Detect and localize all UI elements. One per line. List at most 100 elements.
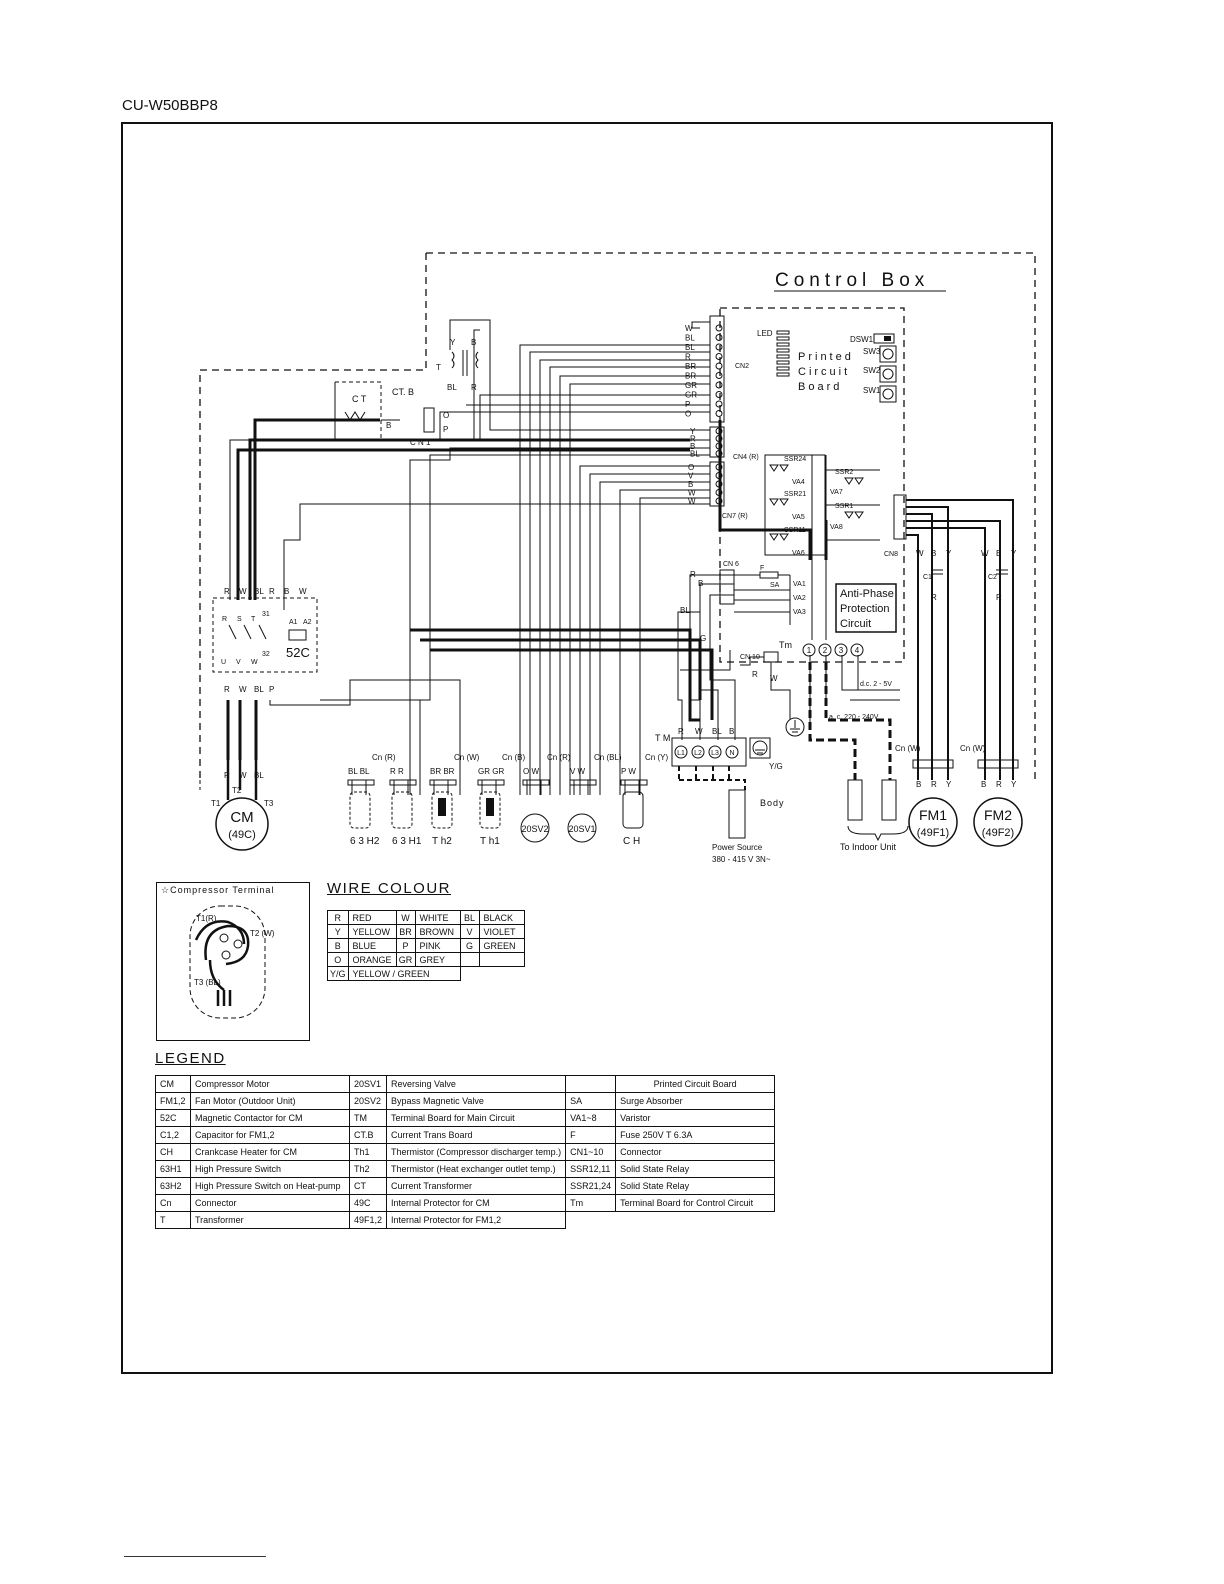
wire-code: V	[459, 924, 480, 939]
svg-text:T: T	[436, 363, 441, 372]
component-ch: P WCn (Y)C H	[620, 753, 668, 847]
legend-description: Transformer	[190, 1211, 350, 1229]
component-connector-label: Cn (R)	[547, 753, 571, 762]
legend-description: Thermistor (Heat exchanger outlet temp.)	[386, 1160, 567, 1178]
cn2-wire-label: R	[685, 353, 691, 362]
legend-abbreviation	[565, 1075, 617, 1093]
component-connector	[347, 779, 375, 786]
legend-abbreviation: 52C	[155, 1109, 191, 1127]
legend-description: Crankcase Heater for CM	[190, 1143, 350, 1161]
cn4-wire-label: R	[690, 435, 696, 444]
sw2-button	[879, 365, 897, 383]
component-20sv1: V WCn (BL)20SV1	[567, 753, 622, 843]
legend-description: Fan Motor (Outdoor Unit)	[190, 1092, 350, 1110]
svg-text:O: O	[443, 411, 449, 420]
wire-code: B	[327, 938, 349, 953]
legend-description: High Pressure Switch on Heat-pump	[190, 1177, 350, 1195]
cn4-wire-label: B	[690, 442, 695, 451]
wire-colour-name: BLACK	[478, 910, 525, 925]
fan-connector-label: Cn (W)	[960, 744, 986, 753]
contactor-wire-label: R	[224, 587, 230, 596]
legend-description: Fuse 250V T 6.3A	[615, 1126, 776, 1144]
fan-motor-name: FM1	[919, 807, 947, 823]
cn8-connector	[893, 494, 907, 540]
legend-abbreviation: SSR12,11	[565, 1160, 617, 1178]
capacitor-label: C2	[988, 574, 997, 581]
svg-text:G: G	[700, 634, 706, 643]
svg-text:T1(R): T1(R)	[196, 914, 217, 923]
legend-description: Compressor Motor	[190, 1075, 350, 1093]
svg-text:S: S	[237, 616, 242, 623]
component-connector	[569, 779, 597, 786]
wire-code: Y/G	[327, 966, 349, 981]
component-wire-labels: BR BR	[430, 767, 455, 776]
svg-text:T1: T1	[211, 799, 221, 808]
legend-abbreviation: CT	[348, 1177, 388, 1195]
ssr24-label: SSR24	[784, 456, 806, 463]
thermistor-element	[486, 798, 494, 816]
cn2-wire-label: BL	[685, 343, 695, 352]
cn2-wire-label: W	[685, 324, 693, 333]
legend-description: Magnetic Contactor for CM	[190, 1109, 350, 1127]
contactor-wire-label: B	[284, 587, 289, 596]
legend-description: Reversing Valve	[386, 1075, 567, 1093]
fan-wire-label: R	[996, 593, 1002, 602]
legend-description: Solid State Relay	[615, 1160, 776, 1178]
wire-code: GR	[395, 952, 416, 967]
terminal-board-main	[671, 737, 747, 767]
component-63h1: R R6 3 H1	[389, 767, 422, 847]
terminal-label: N	[729, 750, 734, 757]
svg-text:T3 (BL): T3 (BL)	[194, 978, 221, 987]
fan-wire-label: B	[981, 780, 986, 789]
fan-connector-label: Cn (W)	[895, 744, 921, 753]
compressor-motor	[215, 797, 269, 851]
cn2-pin	[715, 381, 723, 389]
dc-voltage-label: d.c. 2 - 5V	[860, 681, 892, 688]
va5-label: VA5	[792, 514, 805, 521]
wire-code: Y	[327, 924, 349, 939]
component-label: 6 3 H2	[350, 836, 380, 847]
legend-description: Current Transformer	[386, 1177, 567, 1195]
ct-box	[334, 381, 382, 441]
led-label: LED	[757, 329, 773, 338]
fan-motor-protector: (49F1)	[917, 827, 949, 839]
capacitor-symbol	[931, 569, 943, 575]
va2-label: VA2	[793, 595, 806, 602]
compressor-terminal-diagram	[189, 905, 266, 1019]
terminal-wire-label: W	[695, 727, 703, 736]
body-label: Body	[760, 798, 785, 808]
component-connector-label: Cn (BL)	[594, 753, 622, 762]
wire-code: R	[327, 910, 349, 925]
cn1-connector	[423, 407, 435, 433]
component-label: 20SV2	[521, 824, 548, 834]
wire-code: O	[327, 952, 349, 967]
component-label: 6 3 H1	[392, 836, 422, 847]
terminal-label: L2	[694, 750, 702, 757]
terminal-label: L1	[677, 750, 685, 757]
fan-wire-label: Y	[946, 780, 952, 789]
legend-description: Terminal Board for Main Circuit	[386, 1109, 567, 1127]
contactor-wire-label: W	[239, 587, 247, 596]
legend-abbreviation: 20SV1	[348, 1075, 388, 1093]
legend-description: Current Trans Board	[386, 1126, 567, 1144]
contactor-wire-label: R	[224, 685, 230, 694]
contactor-wire-label: BL	[254, 587, 264, 596]
component-leads	[393, 780, 409, 795]
fan-wire-label: R	[931, 780, 937, 789]
svg-text:Y/G: Y/G	[769, 762, 783, 771]
wire-code: G	[459, 938, 480, 953]
compressor-wire-label: W	[239, 771, 247, 780]
va7-label: VA7	[830, 489, 843, 496]
legend-abbreviation: C1,2	[155, 1126, 191, 1144]
sw2-label: SW2	[863, 366, 881, 375]
component-label: T h1	[480, 836, 500, 847]
